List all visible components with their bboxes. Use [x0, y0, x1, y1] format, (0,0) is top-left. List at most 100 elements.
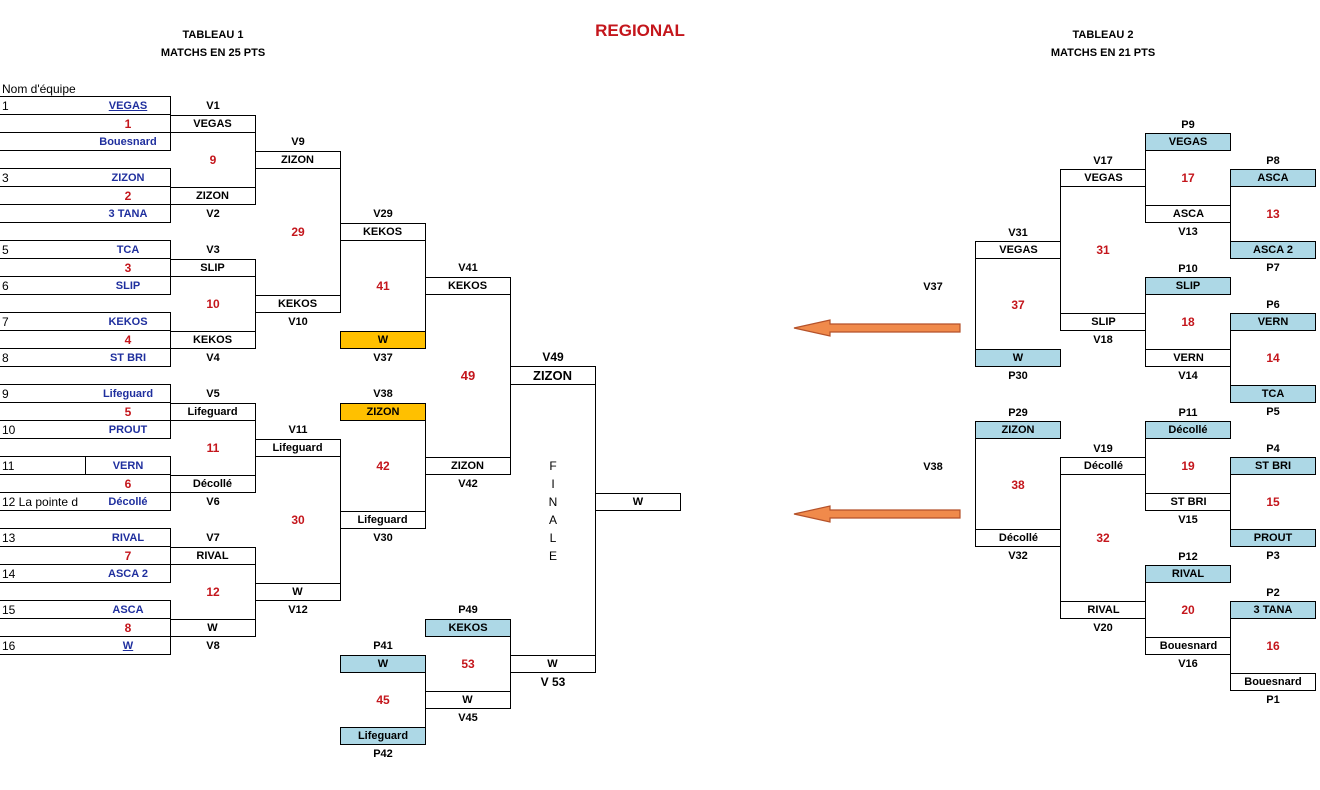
- match-number: 10: [206, 297, 220, 311]
- r2-winner: Lifeguard: [255, 439, 341, 457]
- seed-team: Lifeguard: [102, 388, 154, 400]
- match-label: V37: [373, 352, 393, 364]
- seed-number: 16: [2, 639, 16, 653]
- match-label: V20: [1093, 622, 1113, 634]
- match-label: V37: [923, 281, 943, 293]
- match-label: V7: [206, 532, 220, 544]
- seed-team[interactable]: VEGAS: [108, 100, 148, 112]
- match-number: 4: [124, 333, 132, 347]
- match-label: V16: [1178, 658, 1198, 670]
- match-label: V19: [1093, 443, 1113, 455]
- tableau1-title: TABLEAU 1: [182, 29, 244, 41]
- final-winner: W: [595, 493, 681, 511]
- team-box: ASCA 2: [1230, 241, 1316, 259]
- match-label: V14: [1178, 370, 1198, 382]
- seed-number: 11: [2, 459, 15, 473]
- match-number: 5: [124, 405, 132, 419]
- finale-letter: L: [549, 531, 557, 545]
- finale-letter: N: [548, 495, 558, 509]
- seed-team[interactable]: W: [122, 640, 134, 652]
- p49-team: KEKOS: [425, 619, 511, 637]
- match-label: P11: [1178, 407, 1198, 419]
- team-box: VERN: [1230, 313, 1316, 331]
- team-box: VEGAS: [975, 241, 1061, 259]
- team-box: TCA: [1230, 385, 1316, 403]
- match-label: P42: [373, 748, 393, 760]
- match-label: P4: [1266, 443, 1280, 455]
- match-number: 17: [1181, 171, 1195, 185]
- r1-winner: KEKOS: [170, 331, 256, 349]
- seed-team: PROUT: [108, 424, 148, 436]
- seed-team: ZIZON: [111, 172, 145, 184]
- match-number: 38: [1011, 478, 1025, 492]
- match-number: 31: [1096, 243, 1110, 257]
- match-label: V9: [291, 136, 305, 148]
- r2-winner: W: [255, 583, 341, 601]
- match-label: P10: [1178, 263, 1198, 275]
- finale-letter: I: [551, 477, 555, 491]
- match-label: V4: [206, 352, 220, 364]
- match-label: P8: [1266, 155, 1280, 167]
- match-number: 45: [376, 693, 390, 707]
- match-label: P29: [1008, 407, 1028, 419]
- team-box: Décollé: [1060, 457, 1146, 475]
- team-box: ST BRI: [1230, 457, 1316, 475]
- match-label: V45: [458, 712, 478, 724]
- match-label: V12: [288, 604, 308, 616]
- team-box: VERN: [1145, 349, 1231, 367]
- match-label: P12: [1178, 551, 1198, 563]
- match-number: 9: [209, 153, 217, 167]
- match-label: V29: [373, 208, 393, 220]
- match-label: V41: [458, 262, 478, 274]
- r1-winner: VEGAS: [170, 115, 256, 133]
- match-number: 30: [291, 513, 305, 527]
- match-number: 12: [206, 585, 220, 599]
- r1-winner: ZIZON: [170, 187, 256, 205]
- seed-number: 14: [2, 567, 16, 581]
- team-box: Bouesnard: [1145, 637, 1231, 655]
- final-team: ZIZON: [510, 366, 596, 385]
- r4-winner: KEKOS: [425, 277, 511, 295]
- seed-number: 3: [2, 171, 9, 185]
- match-number: 11: [206, 441, 220, 455]
- match-number: 2: [124, 189, 132, 203]
- tableau1-subtitle: MATCHS EN 25 PTS: [160, 47, 266, 59]
- match-number: 19: [1181, 459, 1195, 473]
- match-label: V1: [206, 100, 220, 112]
- w37-box: W: [340, 331, 426, 349]
- team-box: 3 TANA: [1230, 601, 1316, 619]
- match-label: P30: [1008, 370, 1028, 382]
- match-label: V49: [542, 350, 564, 364]
- r1-winner: Lifeguard: [170, 403, 256, 421]
- match-label: V17: [1093, 155, 1113, 167]
- seed-team: Décollé: [108, 496, 148, 508]
- seed-team: VERN: [112, 460, 144, 472]
- seed-team: TCA: [116, 244, 140, 256]
- r3-winner: KEKOS: [340, 223, 426, 241]
- seed-team: KEKOS: [108, 316, 148, 328]
- finale-letter: A: [548, 513, 557, 527]
- match-label: V13: [1178, 226, 1198, 238]
- team-box: Décollé: [1145, 421, 1231, 439]
- team-box: RIVAL: [1060, 601, 1146, 619]
- r2-winner: ZIZON: [255, 151, 341, 169]
- seed-number: 6: [2, 279, 9, 293]
- match-label: V42: [458, 478, 478, 490]
- match-label: P49: [458, 604, 478, 616]
- seed-number: 7: [2, 315, 9, 329]
- p41-team: W: [340, 655, 426, 673]
- match-label: V31: [1008, 227, 1028, 239]
- seed-number: 9: [2, 387, 9, 401]
- match-label: P3: [1266, 550, 1280, 562]
- team-box: SLIP: [1060, 313, 1146, 331]
- seed-team: ASCA 2: [108, 568, 148, 580]
- tableau2-title: TABLEAU 2: [1072, 29, 1134, 41]
- team-box: PROUT: [1230, 529, 1316, 547]
- team-box: ASCA: [1230, 169, 1316, 187]
- match-number: 1: [124, 117, 132, 131]
- team-box: VEGAS: [1145, 133, 1231, 151]
- match-label: P9: [1181, 119, 1195, 131]
- match-label: V30: [373, 532, 393, 544]
- arrow-left-icon: [793, 319, 961, 337]
